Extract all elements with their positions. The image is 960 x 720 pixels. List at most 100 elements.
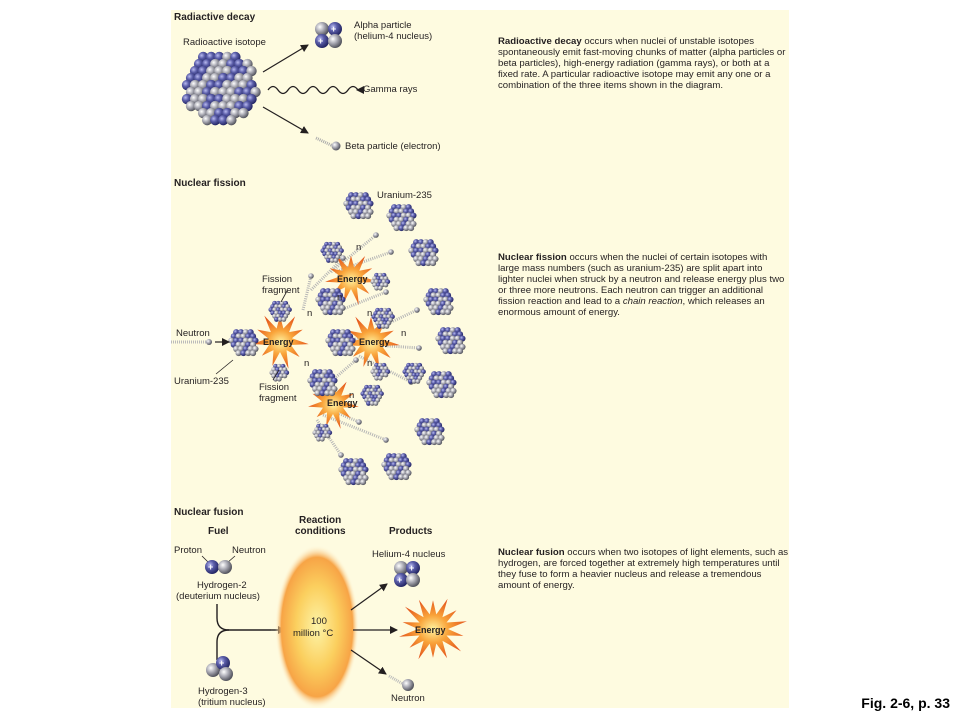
uranium-top-label: Uranium-235 [377,190,432,201]
decay-heading: Radiactive decay [174,12,256,23]
n-label-2: n [304,358,309,369]
fission-nucleus-17 [426,371,457,399]
energy-burst-3 [343,316,400,370]
alpha-particle: + + [315,22,342,48]
fission-nucleus-22 [381,453,412,481]
fission-nucleus-11 [371,307,395,329]
energy-burst-1 [252,315,309,369]
energy-burst-2 [325,255,378,305]
fission-nucleus-12 [435,327,466,355]
alpha-label-1: Alpha particle [354,20,412,31]
helium-label: Helium-4 nucleus [372,549,446,560]
emitted-neutron-7 [353,357,359,363]
h2-label-2: (deuterium nucleus) [176,591,260,602]
fragment-top-label-1: Fission [262,274,292,285]
radioactive-isotope-nucleus [181,51,261,126]
n-label-1: n [307,308,312,319]
n-label-3: n [337,292,342,303]
isotope-label: Radioactive isotope [183,37,266,48]
h3-label-1: Hydrogen-3 [198,686,248,697]
svg-text:+: + [397,575,402,585]
fragment-top-label-2: fragment [262,285,300,296]
reaction-heat-glow [275,545,359,708]
fission-nucleus-1 [343,192,374,220]
helium-4-product: + + [394,561,420,587]
fission-nucleus-10 [325,329,356,357]
n-label-4: n [367,308,372,319]
incoming-neutron [206,339,212,345]
fission-nucleus-4 [408,239,439,267]
temperature-unit: million °C [293,628,333,639]
svg-text:+: + [219,658,224,668]
fission-heading: Nuclear fission [174,178,246,189]
temperature-value: 100 [311,616,327,627]
figure-panel: Radiactive decay Radioactive isotope + +… [171,10,789,708]
energy-burst-4 [308,381,359,429]
gamma-wave [267,85,359,95]
svg-text:+: + [331,24,336,34]
n-label-7: n [356,242,361,253]
proton-label: Proton [174,545,202,556]
emitted-neutron-5 [416,345,422,351]
emitted-neutron-11 [340,255,346,261]
h2-label-1: Hydrogen-2 [197,580,247,591]
isotope-nucleons [181,51,261,126]
fusion-heading: Nuclear fusion [174,507,243,518]
beta-trail [315,136,334,148]
emitted-neutron-2 [388,249,394,255]
energy-label-2: Energy [337,274,368,284]
fuel-bracket-top [216,604,271,631]
emitted-neutron-3 [383,289,389,295]
fission-nucleus-9 [228,329,259,357]
fusion-description: Nuclear fusion occurs when two isotopes … [498,547,789,592]
figure-caption: Fig. 2-6, p. 33 [861,695,950,711]
emitted-neutron-12 [308,273,314,279]
decay-description: Radioactive decay occurs when nuclei of … [498,36,786,92]
column-reaction-1: Reaction [299,515,341,526]
fission-nucleus-2 [386,204,417,232]
n-label-8: n [349,390,354,401]
n-label-5: n [367,358,372,369]
fission-energy-bursts [252,255,400,429]
fission-nucleus-6 [268,300,292,322]
alpha-arrow [262,44,309,73]
fission-nucleus-3 [320,241,344,263]
energy-label-1: Energy [263,337,294,347]
helium-arrow [350,583,388,611]
beta-label: Beta particle (electron) [345,141,441,152]
fission-nucleus-16 [402,362,426,384]
fission-nucleus-19 [414,418,445,446]
neutron-label: Neutron [176,328,210,339]
energy-label-3: Energy [359,337,390,347]
fragment-bottom-label-2: fragment [259,393,297,404]
n-label-6: n [401,328,406,339]
column-products: Products [389,526,433,537]
fusion-neutron-label: Neutron [232,545,266,556]
energy-label-4: Energy [327,398,358,408]
fission-nucleus-21 [338,458,369,486]
alpha-label-2: (helium-4 nucleus) [354,31,432,42]
emitted-neutron-9 [383,437,389,443]
fission-nucleus-7 [315,288,346,316]
fusion-energy-label: Energy [415,625,446,635]
svg-text:+: + [318,36,323,46]
uranium-bottom-label: Uranium-235 [174,376,229,387]
fission-nucleus-15 [307,369,338,397]
column-reaction-2: conditions [295,526,346,537]
neutron-product [402,679,414,691]
fusion-energy-burst [399,598,467,660]
fission-nucleus-8 [423,288,454,316]
figure-art: Radiactive decay Radioactive isotope + +… [171,12,467,708]
fission-nuclei [228,192,466,486]
hydrogen-3-nucleus: + [206,656,233,681]
svg-text:+: + [409,563,414,573]
fission-nucleus-18 [360,384,384,406]
emitted-neutron-1 [373,232,379,238]
h3-label-2: (tritium nucleus) [198,697,266,708]
fuel-bracket-bottom [216,629,230,660]
fission-nucleus-13 [269,363,290,382]
gamma-label: Gamma rays [363,84,418,95]
fission-nucleus-14 [370,362,391,381]
beta-particle [331,141,341,151]
emitted-neutron-10 [338,452,344,458]
